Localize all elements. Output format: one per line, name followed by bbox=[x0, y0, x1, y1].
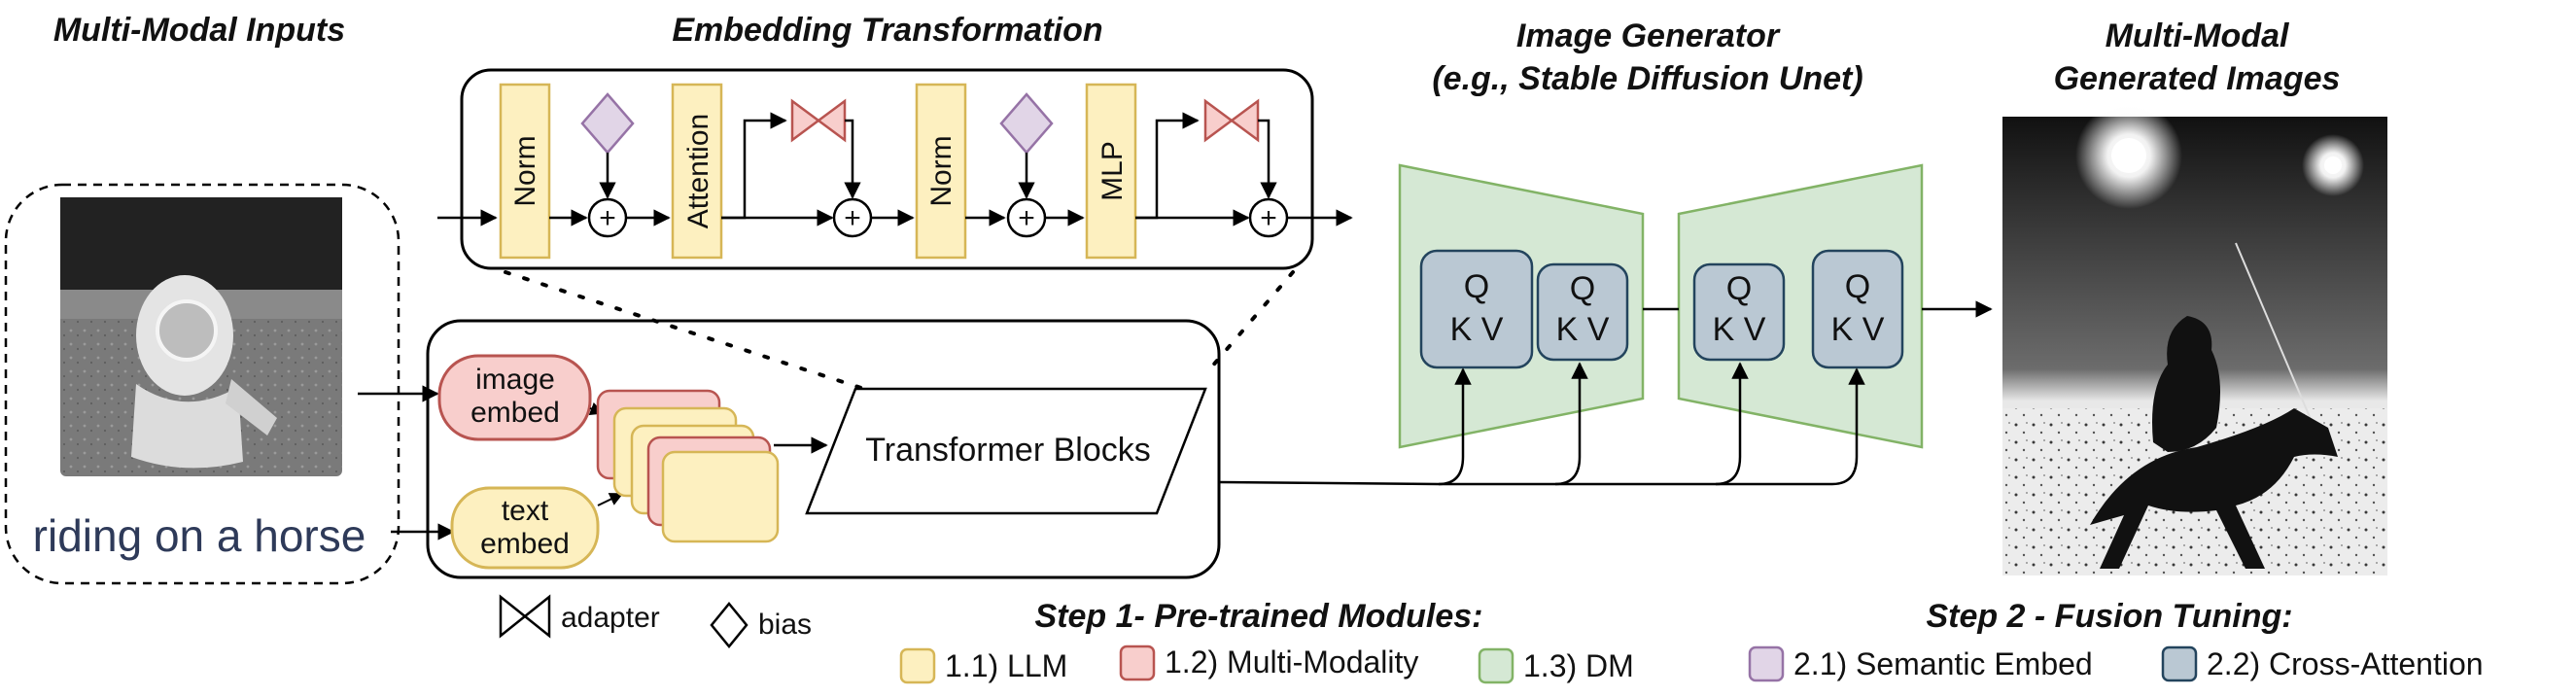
skip-path-adapter2 bbox=[1135, 112, 1200, 220]
plus1-symbol: + bbox=[599, 202, 616, 234]
norm2-label: Norm bbox=[925, 135, 957, 206]
zoom-line-left bbox=[504, 270, 872, 393]
encoder-panel bbox=[426, 319, 1221, 579]
bias2-diamond bbox=[999, 92, 1054, 155]
norm1-block bbox=[499, 83, 551, 260]
mlp-label: MLP bbox=[1097, 141, 1129, 201]
cross-attn-1-q: Q bbox=[1464, 268, 1489, 305]
cross-legend-swatch bbox=[2161, 645, 2198, 682]
cross-attn-3-q: Q bbox=[1726, 270, 1752, 307]
cross-attn-block-1 bbox=[1419, 249, 1534, 369]
step2-title: Step 2 - Fusion Tuning: bbox=[1926, 598, 2292, 635]
cross-attn-block-4 bbox=[1811, 249, 1904, 369]
cross-legend-label: 2.2) Cross-Attention bbox=[2207, 646, 2484, 681]
bias1-diamond bbox=[580, 92, 635, 155]
llm-legend-label: 1.1) LLM bbox=[945, 648, 1067, 683]
astronaut-input-image bbox=[60, 197, 342, 476]
semantic-legend-label: 2.1) Semantic Embed bbox=[1793, 646, 2093, 681]
header-embedding: Embedding Transformation bbox=[672, 12, 1102, 49]
cross-attn-2-q: Q bbox=[1570, 270, 1595, 307]
adapter-legend-label: adapter bbox=[561, 602, 660, 634]
image-embed-label-line1: image bbox=[475, 364, 555, 396]
arrow-text-embed-to-tokens bbox=[597, 493, 624, 506]
plus4-symbol: + bbox=[1260, 202, 1277, 234]
attention-label: Attention bbox=[682, 114, 714, 228]
cross-attn-3-kv: K V bbox=[1713, 311, 1766, 348]
plus2-symbol: + bbox=[844, 202, 861, 234]
adapter-legend-icon bbox=[499, 594, 551, 639]
text-embed-label-line2: embed bbox=[480, 528, 570, 560]
cross-attn-block-2 bbox=[1536, 262, 1629, 362]
semantic-legend-swatch bbox=[1748, 645, 1785, 682]
mlp-block bbox=[1085, 83, 1137, 260]
llm-legend-swatch bbox=[899, 647, 936, 684]
zoom-line-right bbox=[1203, 270, 1295, 376]
transformer-blocks-label: Transformer Blocks bbox=[865, 432, 1150, 469]
header-generator-line2: (e.g., Stable Diffusion Unet) bbox=[1432, 60, 1862, 97]
bias-legend-label: bias bbox=[758, 609, 812, 641]
input-panel bbox=[4, 183, 400, 585]
embedding-panel bbox=[460, 68, 1314, 270]
header-generator-line1: Image Generator bbox=[1516, 17, 1781, 54]
skip-path-adapter1 bbox=[721, 112, 787, 220]
dm-legend-label: 1.3) DM bbox=[1523, 648, 1634, 683]
bias-legend-icon bbox=[710, 602, 748, 648]
generated-image bbox=[2002, 102, 2387, 575]
adapter1-bowtie bbox=[790, 98, 847, 143]
arrow-adapter1-to-plus2 bbox=[844, 119, 861, 199]
header-inputs: Multi-Modal Inputs bbox=[53, 12, 345, 49]
header-output-line1: Multi-Modal bbox=[2106, 17, 2290, 54]
attention-block bbox=[671, 83, 723, 260]
cross-attn-4-kv: K V bbox=[1831, 311, 1885, 348]
cross-attn-2-kv: K V bbox=[1556, 311, 1610, 348]
multimodality-legend-swatch bbox=[1119, 645, 1156, 681]
plus3-symbol: + bbox=[1018, 202, 1035, 234]
norm2-block bbox=[915, 83, 967, 260]
text-embed-node bbox=[450, 486, 600, 570]
token-stack bbox=[596, 389, 780, 543]
header-output-line2: Generated Images bbox=[2054, 60, 2341, 97]
multimodality-legend-label: 1.2) Multi-Modality bbox=[1165, 645, 1418, 680]
cross-attn-1-kv: K V bbox=[1450, 311, 1504, 348]
dm-legend-swatch bbox=[1478, 647, 1514, 684]
image-embed-node bbox=[437, 354, 592, 441]
step1-title: Step 1- Pre-trained Modules: bbox=[1035, 598, 1483, 635]
transformer-blocks bbox=[805, 387, 1207, 515]
cross-attn-block-3 bbox=[1692, 262, 1786, 362]
arrow-adapter2-to-plus4 bbox=[1258, 119, 1277, 199]
adapter2-bowtie bbox=[1203, 98, 1260, 143]
image-embed-label-line2: embed bbox=[470, 397, 560, 429]
input-caption: riding on a horse bbox=[33, 510, 366, 561]
text-embed-label-line1: text bbox=[502, 495, 549, 527]
norm1-label: Norm bbox=[509, 135, 541, 206]
condition-arrow-4 bbox=[1716, 367, 1865, 486]
cross-attn-4-q: Q bbox=[1845, 268, 1870, 305]
